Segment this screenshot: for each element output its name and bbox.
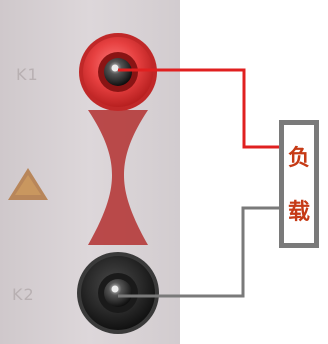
warning-triangle-icon: [8, 168, 48, 200]
terminal-strap: [88, 110, 148, 245]
gray-wire: [118, 206, 280, 298]
k1-label: K1: [16, 65, 39, 84]
k1-terminal[interactable]: [79, 33, 157, 111]
load-label-char-2: 载: [287, 199, 310, 225]
load-box: 负 载: [279, 120, 319, 248]
load-label-char-1: 负: [287, 145, 310, 171]
k2-label: K2: [12, 285, 35, 304]
red-wire: [118, 68, 280, 149]
k2-terminal[interactable]: [77, 252, 159, 334]
